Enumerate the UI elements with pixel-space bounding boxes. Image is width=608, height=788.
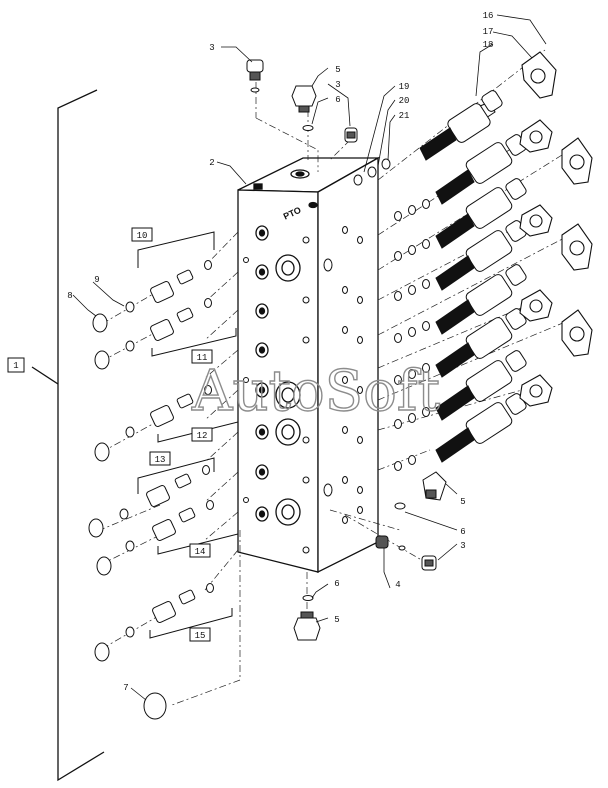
right-o-rings <box>353 158 430 471</box>
callout-5-bottom: 5 <box>334 615 339 625</box>
solenoid-valve <box>435 264 527 335</box>
svg-text:12: 12 <box>197 431 208 441</box>
callout-16: 16 <box>483 11 494 21</box>
svg-text:14: 14 <box>195 547 206 557</box>
watermark: AutoSoft <box>191 359 441 424</box>
callout-14: 14 <box>189 543 211 558</box>
callout-8: 8 <box>67 291 72 301</box>
plug-right <box>421 555 437 571</box>
cartridge-row <box>88 465 210 538</box>
large-o-ring <box>143 692 167 720</box>
callout-12: 12 <box>191 427 213 442</box>
callout-2: 2 <box>209 158 214 168</box>
svg-text:10: 10 <box>137 231 148 241</box>
callout-6-right: 6 <box>460 527 465 537</box>
leader-lines <box>72 14 547 701</box>
cartridge-row <box>92 260 212 333</box>
solenoid-valve <box>435 350 527 421</box>
callout-20: 20 <box>399 96 410 106</box>
cartridge-row <box>94 298 212 370</box>
solenoid-valve <box>435 178 527 249</box>
callout-21: 21 <box>399 111 410 121</box>
plug-top-small <box>344 127 358 143</box>
svg-text:11: 11 <box>197 353 208 363</box>
callout-18: 18 <box>483 40 494 50</box>
plug-right-small <box>375 535 406 551</box>
svg-text:1: 1 <box>13 361 18 371</box>
callout-3-top: 3 <box>335 80 340 90</box>
solenoid-valve <box>435 393 527 463</box>
callout-17: 17 <box>483 27 494 37</box>
fitting-right <box>394 471 447 510</box>
callout-3-right: 3 <box>460 541 465 551</box>
left-cartridge-assemblies <box>88 260 214 720</box>
solenoid-valve <box>435 308 527 378</box>
cover-plates <box>519 51 593 407</box>
callout-4: 4 <box>395 580 400 590</box>
callout-19: 19 <box>399 82 410 92</box>
callout-6-top: 6 <box>335 95 340 105</box>
assembly-bracket <box>31 89 105 782</box>
callout-5-top: 5 <box>335 65 340 75</box>
cover-plate <box>519 289 553 322</box>
cartridge-row <box>94 583 214 662</box>
callout-3-top-left: 3 <box>209 43 214 53</box>
callout-9: 9 <box>94 275 99 285</box>
solenoid-valve <box>419 90 503 161</box>
cartridge-row <box>94 385 212 462</box>
svg-text:15: 15 <box>195 631 206 641</box>
solenoid-valves <box>419 90 527 463</box>
side-face-ports <box>323 226 363 524</box>
cover-plate <box>519 374 553 407</box>
cover-plate <box>519 119 553 153</box>
callout-15: 15 <box>189 627 211 642</box>
valve-body <box>237 156 381 574</box>
callout-11: 11 <box>191 349 213 364</box>
svg-text:13: 13 <box>155 455 166 465</box>
callout-5-right: 5 <box>460 497 465 507</box>
cover-plate <box>561 223 593 271</box>
callout-7: 7 <box>123 683 128 693</box>
callout-10: 10 <box>131 227 153 242</box>
front-face-bolt-holes <box>243 236 310 554</box>
cover-plate <box>561 137 593 185</box>
callout-6-bottom: 6 <box>334 579 339 589</box>
front-face-ports <box>255 225 301 526</box>
plug-top-left <box>246 59 264 93</box>
cover-plate <box>561 309 593 357</box>
callout-13: 13 <box>149 451 171 466</box>
cartridge-row <box>96 500 214 576</box>
fitting-bottom <box>293 595 321 641</box>
callout-1: 1 <box>7 357 25 373</box>
solenoid-valve <box>435 220 527 291</box>
cover-plate <box>521 51 557 99</box>
cover-plate <box>519 204 553 237</box>
